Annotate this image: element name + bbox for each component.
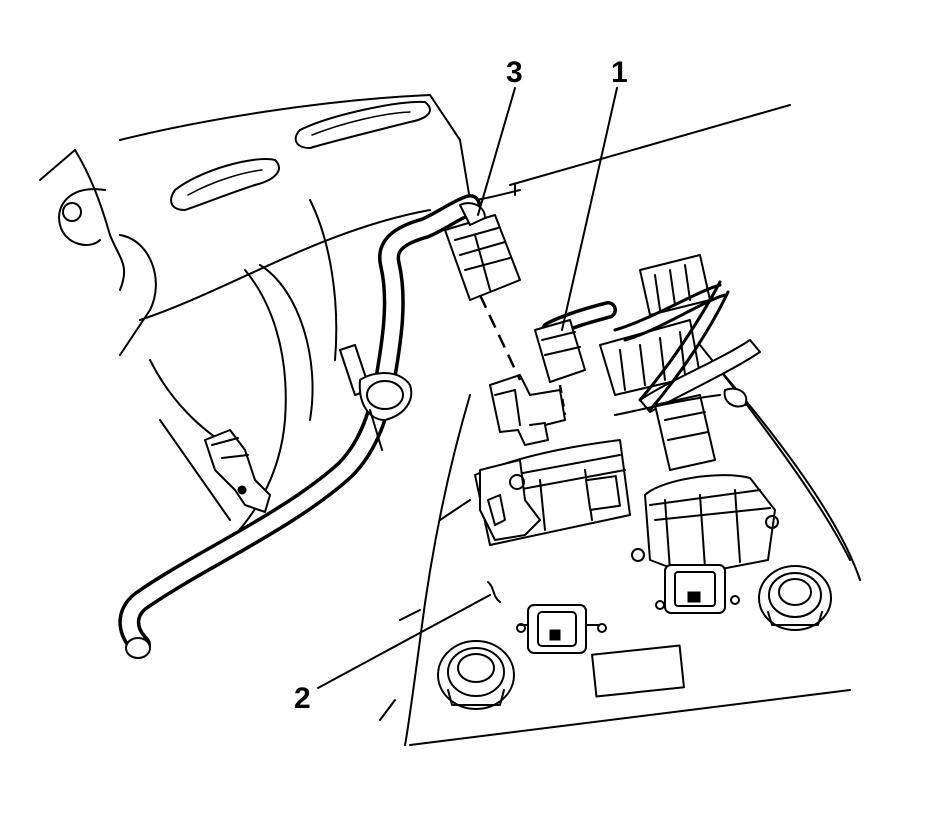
right-harness <box>599 254 761 471</box>
mating-socket <box>478 294 567 446</box>
grommet-left <box>437 640 515 710</box>
control-module <box>631 474 779 614</box>
callout-1-label: 1 <box>611 56 628 89</box>
callout-2-label: 2 <box>294 682 311 715</box>
body-panel <box>39 94 791 541</box>
small-connector-bottom <box>516 604 607 654</box>
frame-bracket <box>204 429 271 513</box>
grommet-right <box>758 565 832 631</box>
connector-1 <box>534 301 617 383</box>
connector-3 <box>444 202 521 301</box>
center-module <box>474 439 631 546</box>
wiring-harness <box>118 194 481 659</box>
module-tray <box>379 344 861 746</box>
callout-3-label: 3 <box>506 56 523 89</box>
leader-lines <box>317 87 618 689</box>
